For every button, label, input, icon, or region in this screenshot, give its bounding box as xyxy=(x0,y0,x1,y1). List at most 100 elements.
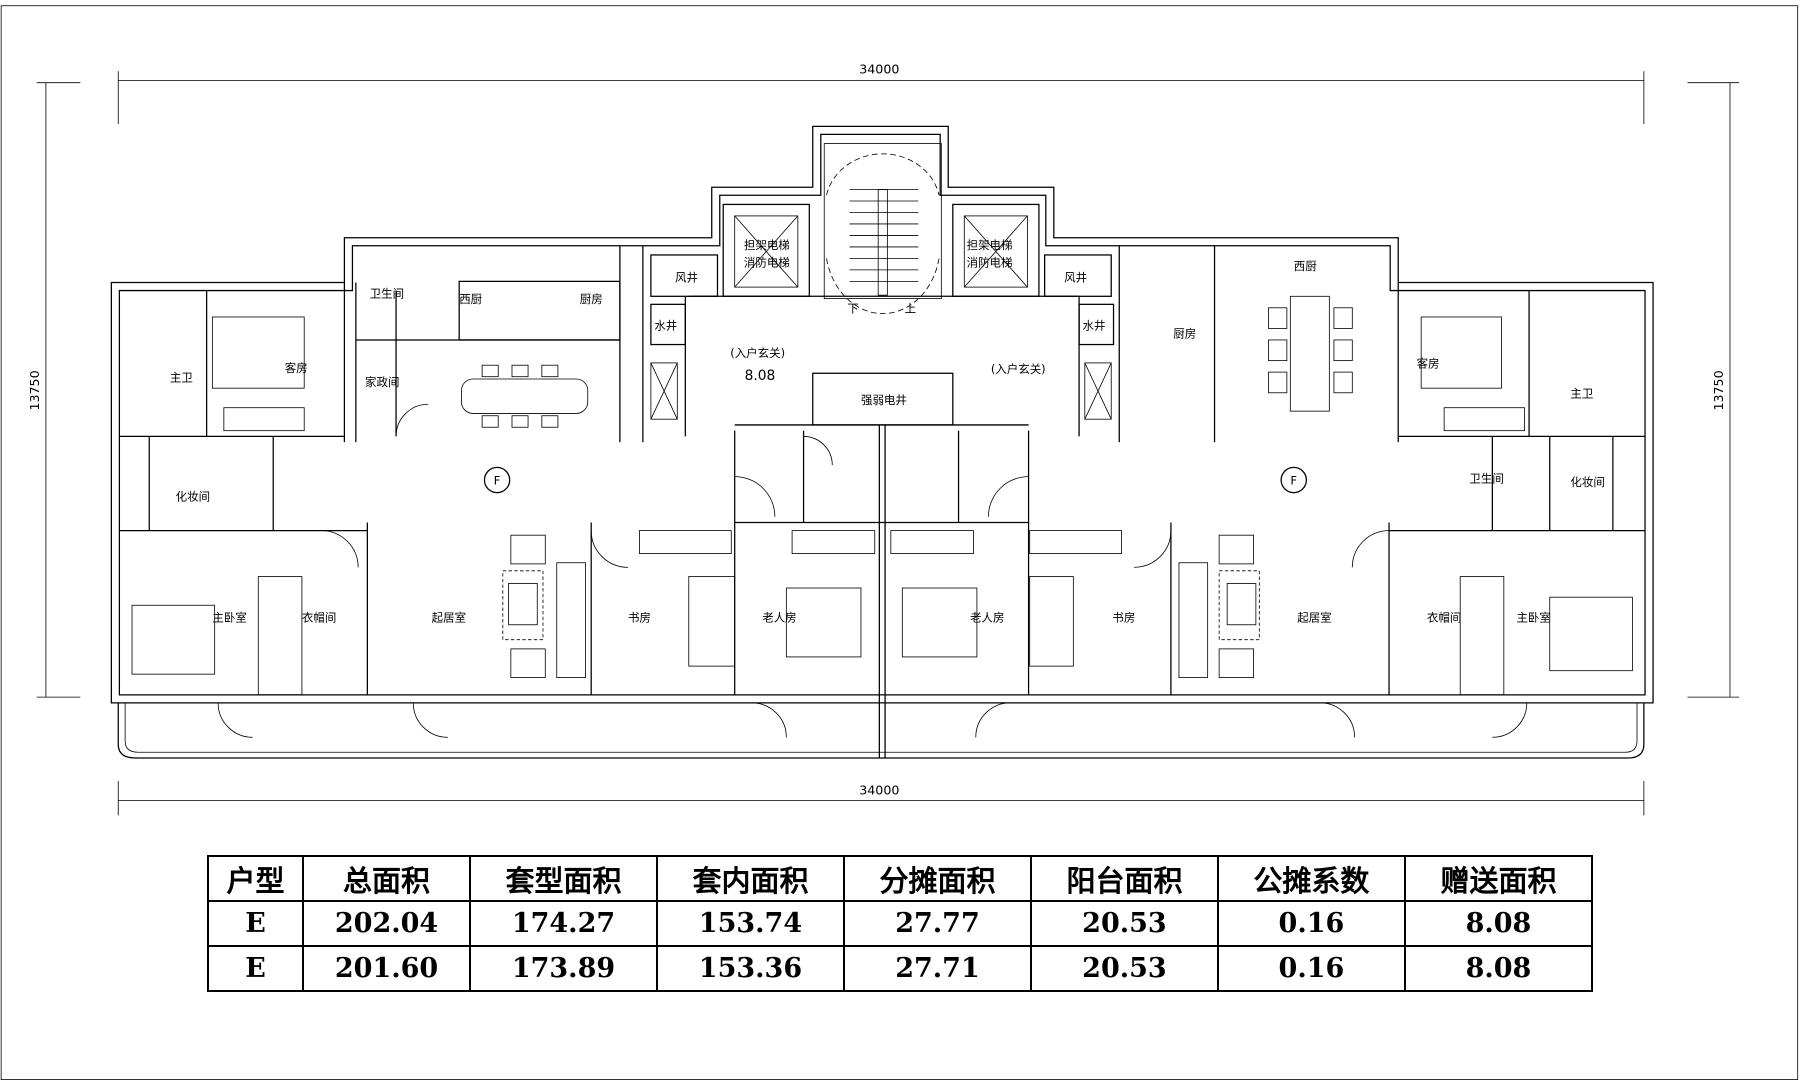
cell: E xyxy=(206,945,305,992)
cell: 201.60 xyxy=(302,945,471,992)
axis-marker-left: F xyxy=(483,466,511,494)
staircase xyxy=(823,143,942,315)
label-water-shaft-left: 水井 xyxy=(654,319,677,333)
dimension-top: 34000 xyxy=(117,61,1645,125)
label-toilet: 卫生间 xyxy=(370,286,404,300)
cell: 174.27 xyxy=(469,900,658,947)
label-guest-room: 客房 xyxy=(285,361,308,375)
dimension-right: 13750 xyxy=(1687,82,1740,698)
header-total-area: 总面积 xyxy=(302,855,471,902)
label-elevator-left-2: 消防电梯 xyxy=(744,255,790,269)
area-table: 户型 总面积 套型面积 套内面积 分摊面积 阳台面积 公摊系数 赠送面积 E 2… xyxy=(206,855,1594,992)
header-suite-area: 套型面积 xyxy=(469,855,658,902)
sofa xyxy=(556,562,586,678)
label-living: 起居室 xyxy=(1297,610,1331,624)
dimension-left: 13750 xyxy=(27,82,81,698)
header-bonus-area: 赠送面积 xyxy=(1403,855,1594,902)
left-unit-labels: 主卫 客房 卫生间 西厨 厨房 家政间 化妆间 主卧室 衣帽间 起居室 书房 老… xyxy=(170,286,797,624)
desk xyxy=(688,576,736,667)
axis-marker-text: F xyxy=(1290,474,1297,488)
table-row: E 201.60 173.89 153.36 27.71 20.53 0.16 … xyxy=(206,945,1594,992)
label-electric-shaft: 强弱电井 xyxy=(861,393,907,407)
cell: 153.74 xyxy=(655,900,845,947)
label-toilet: 卫生间 xyxy=(1469,471,1503,485)
cell: 0.16 xyxy=(1216,900,1406,947)
label-entry-right: (入户玄关) xyxy=(991,362,1046,376)
dimension-right-label: 13750 xyxy=(1711,370,1726,410)
label-western-kitchen: 西厨 xyxy=(1294,259,1317,273)
header-share-ratio: 公摊系数 xyxy=(1216,855,1406,902)
header-unit-type: 户型 xyxy=(206,855,305,902)
cell: 173.89 xyxy=(469,945,658,992)
label-utility: 家政间 xyxy=(365,375,399,389)
label-stair-up: 上 xyxy=(905,301,916,315)
balcony xyxy=(117,424,1645,759)
label-living: 起居室 xyxy=(432,610,466,624)
furniture xyxy=(131,295,1633,738)
label-master-bedroom: 主卧室 xyxy=(212,610,246,624)
label-western-kitchen: 西厨 xyxy=(459,292,482,306)
label-closet: 衣帽间 xyxy=(1427,610,1461,624)
bed xyxy=(211,316,305,389)
label-entry-area: 8.08 xyxy=(745,368,776,384)
core-labels: 风井 风井 担架电梯 消防电梯 担架电梯 消防电梯 下 上 水井 水井 (入户玄… xyxy=(654,238,1105,407)
dimension-top-label: 34000 xyxy=(859,61,899,76)
table-row: E 202.04 174.27 153.74 27.77 20.53 0.16 … xyxy=(206,900,1594,947)
cell: 27.71 xyxy=(842,945,1032,992)
label-elder-room: 老人房 xyxy=(970,610,1004,624)
header-interior-area: 套内面积 xyxy=(655,855,845,902)
shaft-box-right xyxy=(1084,362,1112,420)
label-entry-left: (入户玄关) xyxy=(730,346,785,360)
dimension-left-label: 13750 xyxy=(27,370,42,410)
label-study: 书房 xyxy=(628,610,651,624)
core xyxy=(650,143,1115,426)
label-stair-down: 下 xyxy=(847,301,858,315)
cell: 8.08 xyxy=(1403,900,1594,947)
cell: 20.53 xyxy=(1029,900,1219,947)
label-master-bath: 主卫 xyxy=(170,370,193,384)
dining-table-right xyxy=(1289,295,1330,412)
label-dressing: 化妆间 xyxy=(176,490,210,504)
right-unit-labels: 主卫 客房 卫生间 西厨 厨房 化妆间 主卧室 衣帽间 起居室 书房 老人房 xyxy=(970,259,1605,624)
cell: 202.04 xyxy=(302,900,471,947)
dimension-bottom-label: 34000 xyxy=(859,783,899,798)
elevator-right xyxy=(952,203,1040,297)
header-balcony-area: 阳台面积 xyxy=(1029,855,1219,902)
label-shaft-right: 风井 xyxy=(1064,270,1087,284)
cell: 153.36 xyxy=(655,945,845,992)
header-shared-area: 分摊面积 xyxy=(842,855,1032,902)
axis-marker-text: F xyxy=(494,474,501,488)
table-header-row: 户型 总面积 套型面积 套内面积 分摊面积 阳台面积 公摊系数 赠送面积 xyxy=(206,855,1594,902)
page-frame xyxy=(0,5,1799,1080)
label-kitchen: 厨房 xyxy=(1173,327,1196,341)
label-guest-room: 客房 xyxy=(1417,357,1440,371)
cell: 20.53 xyxy=(1029,945,1219,992)
label-elder-room: 老人房 xyxy=(762,610,796,624)
interior-walls xyxy=(119,245,1646,695)
label-shaft-left: 风井 xyxy=(675,270,698,284)
label-dressing: 化妆间 xyxy=(1570,475,1604,489)
label-elevator-right-1: 担架电梯 xyxy=(967,238,1013,252)
cell: 0.16 xyxy=(1216,945,1406,992)
label-elevator-left-1: 担架电梯 xyxy=(744,238,790,252)
label-kitchen: 厨房 xyxy=(580,292,603,306)
label-study: 书房 xyxy=(1112,610,1135,624)
cell: 27.77 xyxy=(842,900,1032,947)
dining-table-left xyxy=(461,378,589,414)
axis-marker-right: F xyxy=(1280,466,1308,494)
bed xyxy=(785,587,862,658)
exterior-walls xyxy=(110,125,1654,704)
cell: E xyxy=(206,900,305,947)
cell: 8.08 xyxy=(1403,945,1594,992)
dimension-bottom: 34000 xyxy=(117,780,1645,816)
bed xyxy=(131,604,216,675)
label-master-bath: 主卫 xyxy=(1570,386,1593,400)
label-water-shaft-right: 水井 xyxy=(1083,319,1106,333)
elevator-left xyxy=(722,203,810,297)
label-elevator-right-2: 消防电梯 xyxy=(967,255,1013,269)
wardrobe xyxy=(639,530,732,554)
shaft-box-left xyxy=(650,362,678,420)
label-closet: 衣帽间 xyxy=(302,610,336,624)
label-master-bedroom: 主卧室 xyxy=(1516,610,1550,624)
